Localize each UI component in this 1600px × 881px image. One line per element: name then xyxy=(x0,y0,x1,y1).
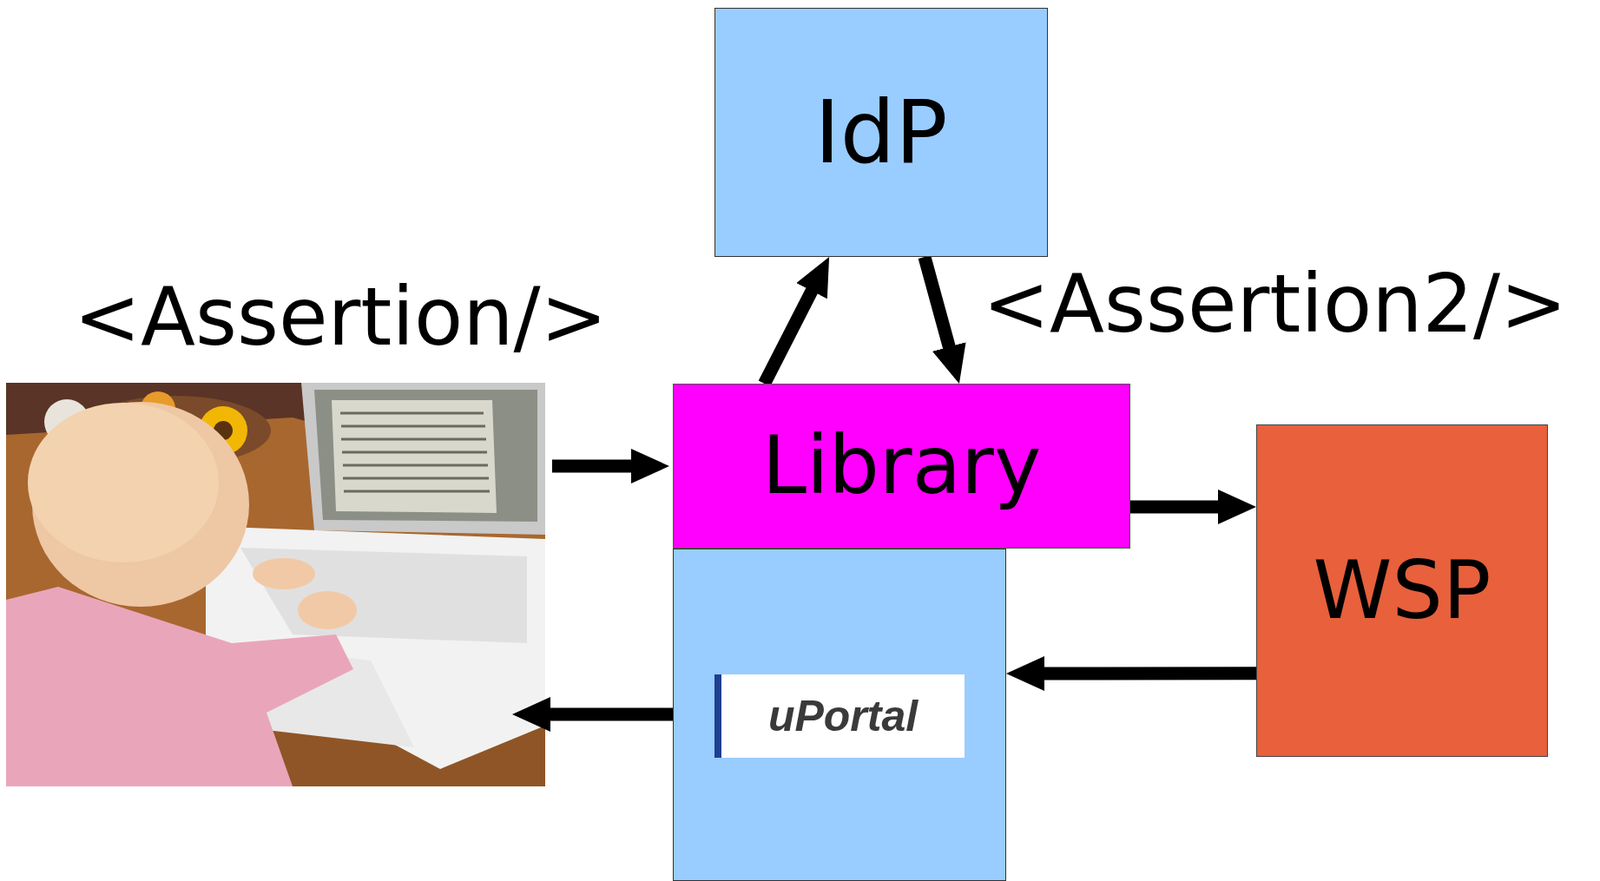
laptop-screen xyxy=(314,389,538,522)
box-label: IdP xyxy=(814,85,948,181)
box-label: WSP xyxy=(1313,546,1492,635)
keyboard xyxy=(240,547,527,644)
baby-hand xyxy=(297,591,357,630)
laptop-lid xyxy=(301,382,546,535)
library-box: Library xyxy=(672,383,1131,549)
screen-text-lines xyxy=(340,413,490,492)
photo-background xyxy=(6,382,546,787)
photo-to-library-arrow xyxy=(552,460,644,474)
message-label: <Assertion/> xyxy=(73,270,608,364)
flow-arrow xyxy=(1130,500,1231,514)
box-label: Library xyxy=(762,421,1042,510)
laptop-photo xyxy=(6,382,546,787)
baby-hand xyxy=(252,558,316,590)
message-label: <Assertion2/> xyxy=(982,257,1568,351)
idp-box: IdP xyxy=(714,7,1048,257)
screen-document xyxy=(331,400,497,514)
portal-band: uPortal xyxy=(672,548,1007,881)
baby-hair xyxy=(27,402,219,563)
message-label-box: <Assertion/> xyxy=(73,276,608,361)
flow-arrow xyxy=(763,280,817,384)
logo-text: uPortal xyxy=(714,674,965,758)
flow-arrow xyxy=(1032,666,1257,680)
message-label-box: <Assertion2/> xyxy=(982,263,1568,348)
wsp-box: WSP xyxy=(1256,424,1548,758)
flow-arrow xyxy=(924,256,953,359)
